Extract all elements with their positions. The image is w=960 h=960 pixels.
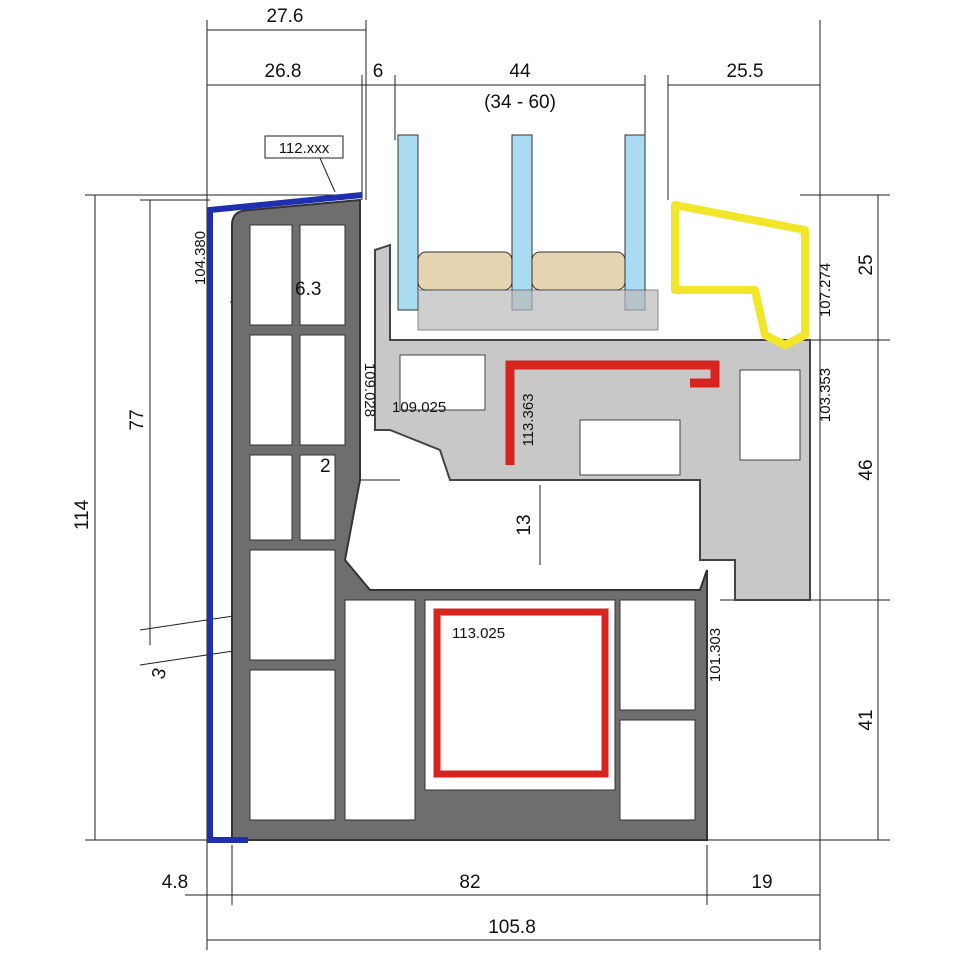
dimension-labels: 27.6 26.8 6 44 (34 - 60) 25.5 114 77 25 … xyxy=(72,6,877,938)
dim-26-8: 26.8 xyxy=(265,61,302,82)
dim-27-6: 27.6 xyxy=(267,6,304,27)
frame-reinforcement xyxy=(433,608,609,778)
frame-chambers xyxy=(249,224,696,821)
label-109-025: 109.025 xyxy=(392,399,446,416)
label-113-025: 113.025 xyxy=(452,625,505,642)
dim-2: 2 xyxy=(320,456,331,477)
dim-6-3: 6.3 xyxy=(295,279,321,300)
dim-glass-range: (34 - 60) xyxy=(484,92,556,113)
dim-6: 6 xyxy=(373,61,384,82)
dim-44: 44 xyxy=(509,61,531,82)
dim-46: 46 xyxy=(856,459,877,480)
glazing-bead xyxy=(671,201,809,349)
dim-19: 19 xyxy=(751,872,772,893)
dimension-lines xyxy=(94,29,879,941)
dim-25: 25 xyxy=(856,254,877,275)
dim-77: 77 xyxy=(127,409,148,430)
dim-4-8: 4.8 xyxy=(162,872,188,893)
dim-114: 114 xyxy=(72,499,93,530)
sash-reinforcement xyxy=(505,360,720,465)
label-109-028: 109.028 xyxy=(361,363,378,417)
label-113-363: 113.363 xyxy=(520,393,537,446)
cover-cap xyxy=(207,192,363,843)
label-104-380: 104.380 xyxy=(192,231,209,285)
dim-13: 13 xyxy=(514,514,535,535)
dim-41: 41 xyxy=(856,709,877,730)
dim-25-5: 25.5 xyxy=(727,61,764,82)
label-107-274: 107.274 xyxy=(817,263,834,317)
label-101-303: 101.303 xyxy=(707,628,724,682)
dim-3: 3 xyxy=(148,666,171,682)
dim-105-8: 105.8 xyxy=(488,917,536,938)
part-labels: 112.xxx 104.380 109.028 109.025 113.363 … xyxy=(192,135,834,682)
cap-label-box xyxy=(264,135,344,159)
glass-panes xyxy=(397,134,659,331)
label-103-353: 103.353 xyxy=(817,368,834,422)
label-112-xxx: 112.xxx xyxy=(279,140,330,157)
dim-82: 82 xyxy=(459,872,480,893)
